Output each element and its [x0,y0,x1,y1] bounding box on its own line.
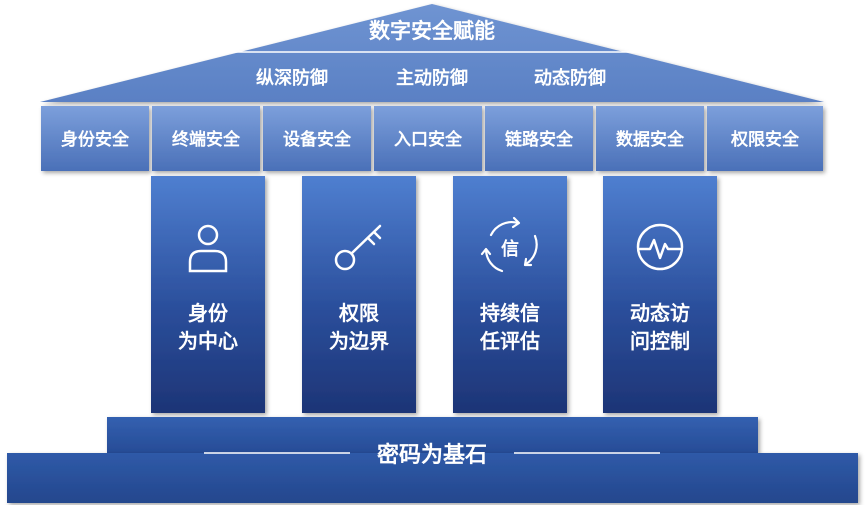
user-icon [188,224,228,273]
pillar-label-line1: 身份 [188,301,229,325]
defense-label-dynamic: 动态防御 [534,67,606,89]
foundation-label: 密码为基石 [377,442,487,468]
beam-label-permission: 权限安全 [730,129,800,150]
roof: 数字安全赋能 纵深防御 主动防御 动态防御 [40,4,824,102]
pillars: 身份 为中心 权限 为边界 信 [151,176,717,413]
foundation: 密码为基石 [7,417,858,503]
beam-label-link: 链路安全 [505,129,574,150]
beam-label-identity: 身份安全 [61,129,130,150]
beam-label-data: 数据安全 [616,129,685,150]
beam-label-terminal: 终端安全 [172,129,241,150]
beam-box-terminal [152,106,260,171]
foundation-base [7,453,858,503]
pulse-circle-icon [636,223,684,271]
pillar-label-line1: 权限 [338,301,379,325]
pillar-body [453,176,567,413]
pillar-label-line2: 任评估 [479,329,540,353]
trust-cycle-icon: 信 [480,216,538,273]
beam-box-identity [41,106,149,171]
pillar-body [603,176,717,413]
pillar-continuous-trust: 信 持续信 任评估 [453,176,567,413]
defense-label-active: 主动防御 [396,67,468,89]
pillar-label-line2: 为中心 [178,329,238,353]
beam-label-entry: 入口安全 [394,129,463,150]
pillar-label-line1: 持续信 [480,301,540,325]
pillar-label-line2: 问控制 [630,329,690,353]
beam: 身份安全 终端安全 设备安全 入口安全 链路安全 数据安全 权限安全 [41,106,823,171]
roof-title: 数字安全赋能 [369,19,495,43]
pillar-identity-centric: 身份 为中心 [151,176,265,413]
pillar-label-line1: 动态访 [630,301,690,325]
pillar-body [151,176,265,413]
key-icon [334,224,382,271]
beam-box-device [263,106,371,171]
trust-icon-glyph: 信 [501,238,519,260]
pillar-label-line2: 为边界 [329,329,389,353]
beam-box-data [596,106,704,171]
defense-label-in-depth: 纵深防御 [256,67,328,89]
beam-label-device: 设备安全 [283,129,352,150]
pillar-dynamic-access: 动态访 问控制 [603,176,717,413]
foundation-step [107,417,758,453]
roof-shape [40,4,824,102]
pillar-permission-boundary: 权限 为边界 [302,176,416,413]
beam-box-link [485,106,593,171]
pillar-body [302,176,416,413]
beam-box-entry [374,106,482,171]
beam-box-permission [707,106,823,171]
